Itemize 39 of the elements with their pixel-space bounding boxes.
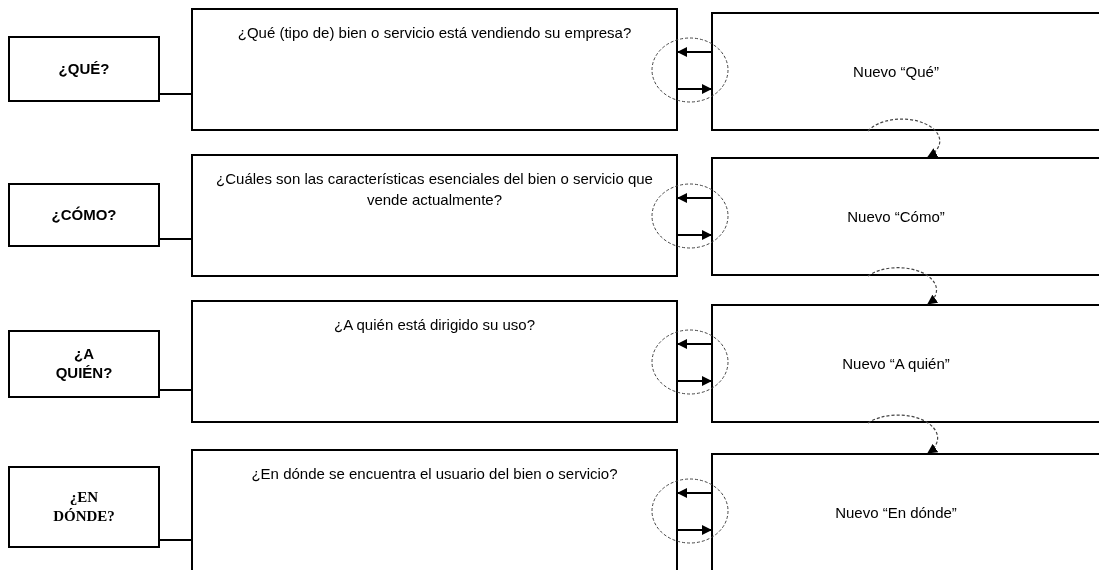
answer-text: Nuevo “A quién” — [842, 355, 950, 372]
arrow — [677, 488, 712, 498]
circular-arrow — [867, 414, 939, 454]
question-text: ¿En dónde se encuentra el usuario del bien o servicio? — [251, 464, 618, 484]
answer-text: Nuevo “Qué” — [853, 63, 939, 80]
answer-box — [711, 304, 1099, 423]
arrow — [677, 339, 712, 349]
arrow — [677, 376, 712, 386]
arrow — [677, 230, 712, 240]
circular-arrow — [867, 118, 941, 158]
arrow — [677, 193, 712, 203]
question-box — [191, 449, 678, 570]
question-text: ¿A quién está dirigido su uso? — [334, 315, 535, 335]
connector-line — [159, 539, 192, 541]
question-box — [191, 300, 678, 423]
connector-line — [159, 389, 192, 391]
row-heading: ¿QUÉ? — [57, 59, 111, 79]
question-box — [191, 8, 678, 131]
arrow — [677, 84, 712, 94]
label-box — [8, 36, 160, 102]
circular-arrow — [867, 267, 939, 305]
label-box — [8, 330, 160, 398]
arrow — [677, 47, 712, 57]
label-box — [8, 183, 160, 247]
row-heading: ¿A QUIÉN? — [54, 345, 114, 383]
label-box — [8, 466, 160, 548]
question-text: ¿Cuáles son las características esenciales del bien o servicio que vende actualmente? — [215, 169, 654, 210]
answer-box — [711, 12, 1099, 131]
row-heading: ¿EN DÓNDE? — [52, 488, 116, 526]
answer-box — [711, 453, 1099, 570]
arrow — [677, 525, 712, 535]
answer-text: Nuevo “En dónde” — [835, 504, 957, 521]
answer-text: Nuevo “Cómo” — [847, 208, 945, 225]
question-text: ¿Qué (tipo de) bien o servicio está vendiendo su empresa? — [237, 23, 632, 43]
answer-box — [711, 157, 1099, 276]
question-box — [191, 154, 678, 277]
row-heading: ¿CÓMO? — [50, 205, 118, 225]
connector-line — [159, 93, 192, 95]
connector-line — [159, 238, 192, 240]
